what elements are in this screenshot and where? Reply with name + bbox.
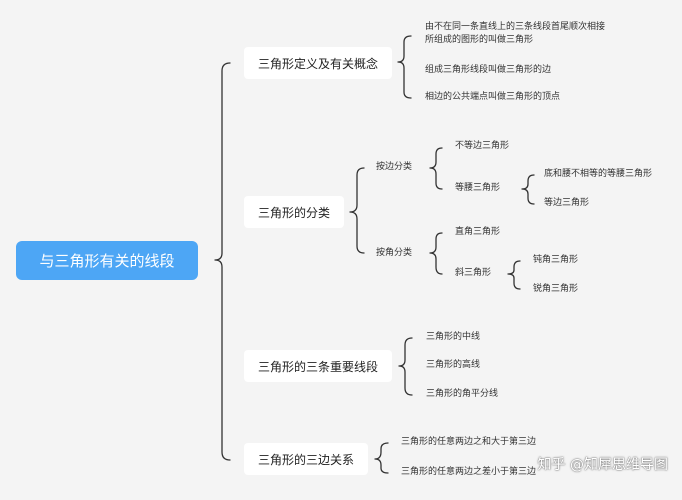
- isosceles-triangle[interactable]: 等腰三角形: [455, 183, 501, 193]
- root-node[interactable]: 与三角形有关的线段: [16, 241, 198, 280]
- root-brace: [214, 62, 231, 461]
- definition-brace: [397, 35, 412, 99]
- sides-relation-item: 三角形的任意两边之差小于第三边: [401, 467, 537, 477]
- definition-node[interactable]: 三角形定义及有关概念: [244, 47, 392, 79]
- sides-relation-brace: [374, 442, 389, 474]
- classification-brace: [349, 167, 365, 254]
- definition-item: 由不在同一条直线上的三条线段首尾顺次相接: [425, 22, 606, 32]
- oblique-child: 锐角三角形: [533, 284, 579, 294]
- watermark: 知乎 @知犀思维导图: [537, 457, 668, 473]
- oblique-brace: [507, 260, 521, 290]
- isosceles-child: 等边三角形: [544, 198, 590, 208]
- segment-item: 三角形的高线: [426, 360, 481, 370]
- segments-brace: [398, 337, 413, 396]
- segment-item: 三角形的角平分线: [426, 389, 499, 399]
- oblique-child: 钝角三角形: [533, 255, 579, 265]
- sides-relation-node[interactable]: 三角形的三边关系: [244, 443, 368, 475]
- isosceles-child: 底和腰不相等的等腰三角形: [544, 169, 653, 179]
- by-angle-brace: [429, 232, 443, 275]
- isosceles-brace: [521, 174, 535, 205]
- segment-item: 三角形的中线: [426, 332, 481, 342]
- right-triangle: 直角三角形: [455, 227, 501, 237]
- by-side-label[interactable]: 按边分类: [376, 162, 413, 172]
- definition-item: 所组成的图形的叫做三角形: [425, 35, 534, 45]
- classification-node[interactable]: 三角形的分类: [244, 196, 344, 228]
- segments-node[interactable]: 三角形的三条重要线段: [244, 350, 392, 382]
- scalene-triangle: 不等边三角形: [455, 141, 510, 151]
- oblique-triangle[interactable]: 斜三角形: [455, 268, 492, 278]
- by-side-brace: [429, 147, 443, 190]
- definition-item: 组成三角形线段叫做三角形的边: [425, 65, 552, 75]
- definition-item: 相边的公共端点叫做三角形的顶点: [425, 92, 561, 102]
- by-angle-label[interactable]: 按角分类: [376, 248, 413, 258]
- sides-relation-item: 三角形的任意两边之和大于第三边: [401, 437, 537, 447]
